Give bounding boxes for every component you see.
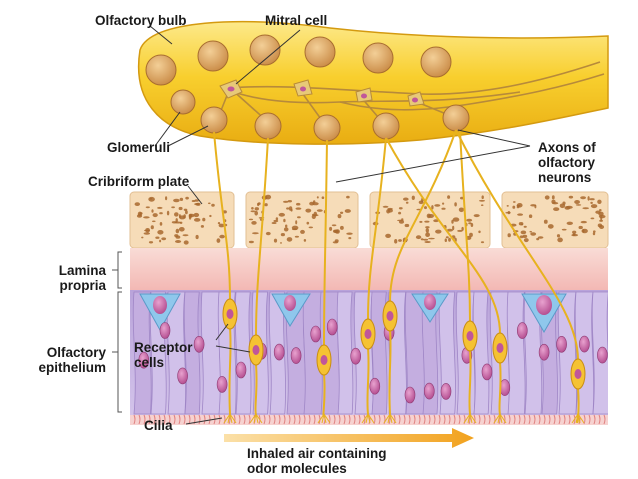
mitral-cells — [219, 79, 425, 107]
label-cilia: Cilia — [144, 418, 173, 433]
inhaled-air-arrow — [224, 428, 474, 448]
label-glomeruli: Glomeruli — [107, 140, 171, 155]
label-receptor-cells: Receptor cells — [134, 340, 193, 370]
layer-brackets — [112, 251, 122, 413]
glomeruli-top-row — [145, 34, 452, 86]
olfactory-receptor-neurons — [213, 129, 586, 424]
label-mitral-cell: Mitral cell — [265, 13, 328, 28]
label-cribriform-plate: Cribriform plate — [88, 174, 190, 189]
label-lamina-propria: Lamina propria — [58, 263, 106, 293]
supporting-cell-columns — [132, 291, 608, 415]
label-olfactory-epithelium: Olfactory epithelium — [38, 345, 106, 375]
label-inhaled-air: Inhaled air containing odor molecules — [247, 446, 387, 476]
cribriform-plate — [129, 191, 609, 249]
supporting-cell-nuclei — [138, 318, 608, 404]
label-axons-of-olfactory-neurons: Axons of olfactory neurons — [538, 140, 596, 185]
leader-lines — [149, 25, 531, 425]
label-olfactory-bulb: Olfactory bulb — [95, 13, 187, 28]
bone-pores — [134, 194, 606, 245]
basal-cells — [139, 293, 567, 333]
